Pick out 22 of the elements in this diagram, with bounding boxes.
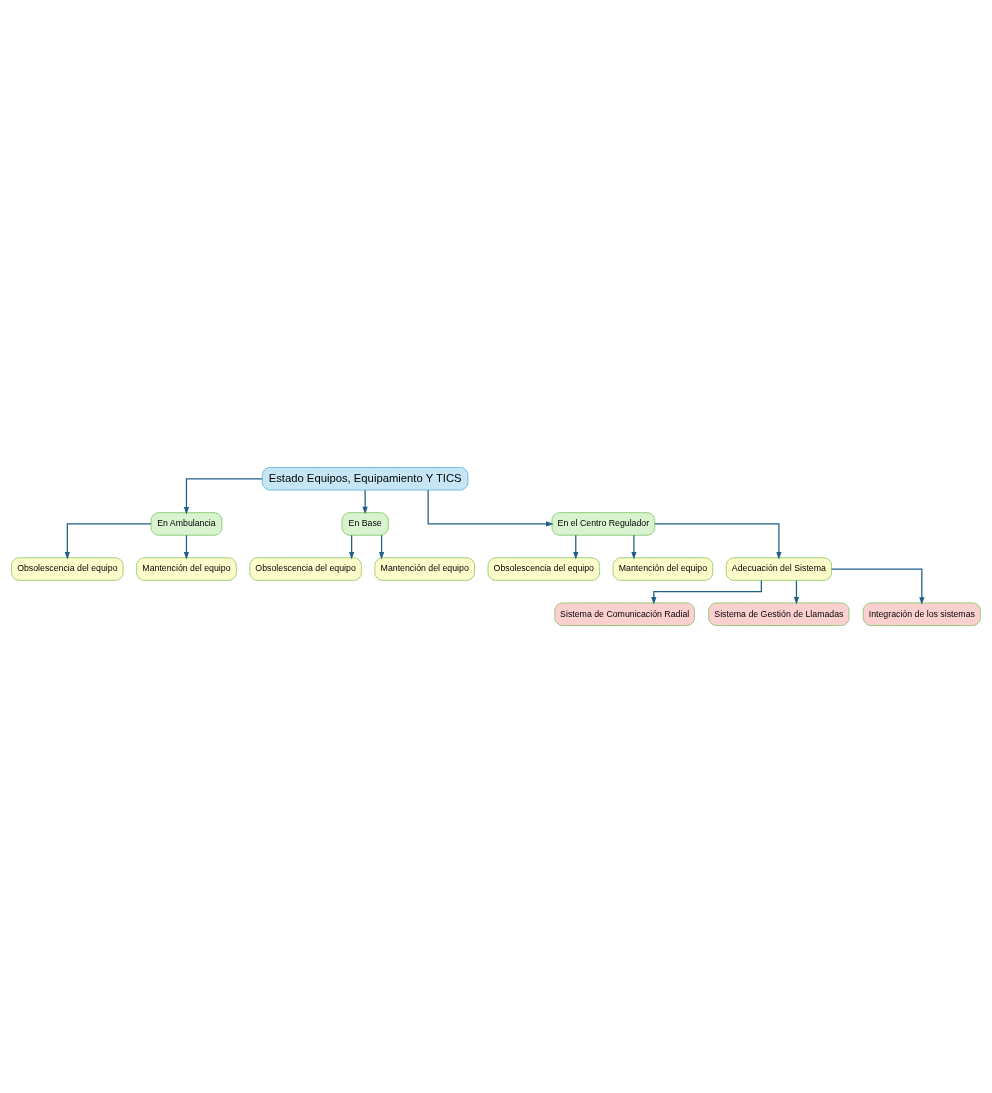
node-box: Integración de los sistemas — [862, 602, 981, 626]
arrow — [831, 568, 925, 605]
node-box: Obsolescencia del equipo — [487, 557, 600, 581]
node-box: Sistema de Comunicación Radial — [554, 602, 695, 626]
arrow — [651, 580, 762, 605]
node-box: Sistema de Gestión de Llamadas — [708, 602, 850, 626]
node-box: Obsolescencia del equipo — [11, 557, 124, 581]
arrow — [64, 523, 152, 560]
node-box: Estado Equipos, Equipamiento Y TICS — [261, 467, 469, 491]
arrow — [362, 489, 368, 515]
arrow — [631, 534, 637, 560]
node-box: En Ambulancia — [150, 512, 223, 536]
arrow — [183, 478, 263, 515]
node-box: En Base — [341, 512, 389, 536]
arrow — [654, 523, 782, 560]
node-box: Adecuación del Sistema — [725, 557, 832, 581]
node-box: Mantención del equipo — [374, 557, 475, 581]
node-box: En el Centro Regulador — [551, 512, 656, 536]
node-box: Obsolescencia del equipo — [249, 557, 362, 581]
arrow — [427, 489, 554, 527]
node-box: Mantención del equipo — [136, 557, 237, 581]
node-box: Mantención del equipo — [612, 557, 714, 581]
